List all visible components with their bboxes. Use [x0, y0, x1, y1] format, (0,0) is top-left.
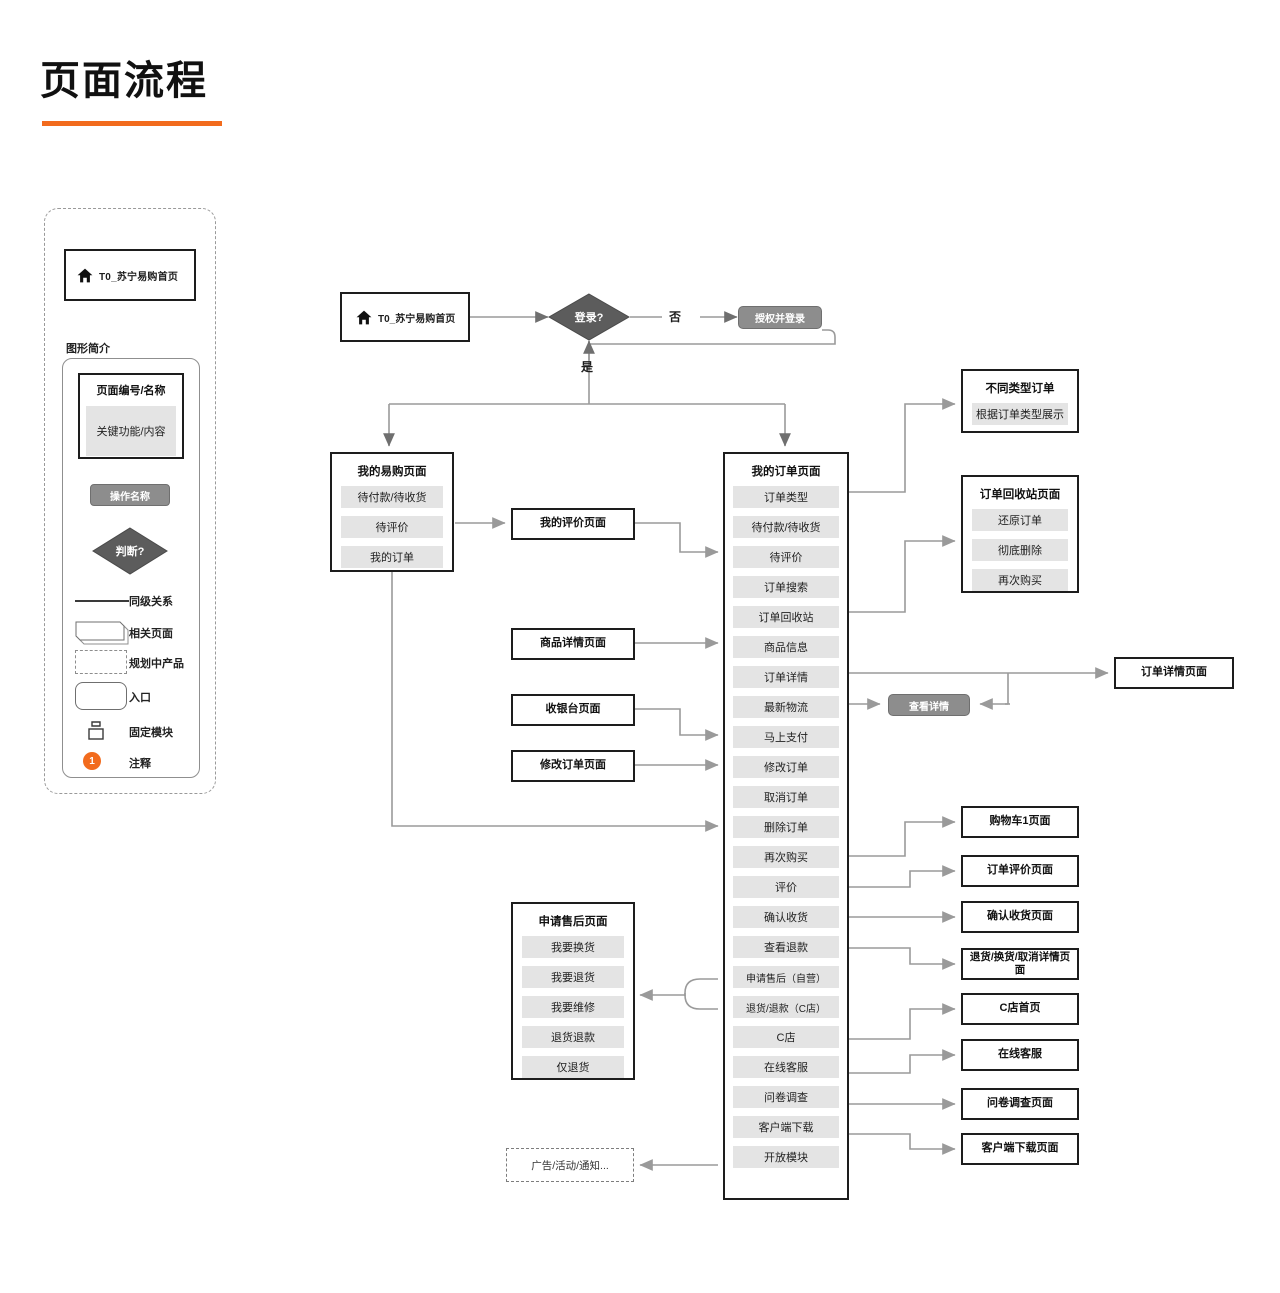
page-checkout[interactable]: 收银台页面	[511, 694, 635, 726]
page-return-exchange-cancel-detail[interactable]: 退货/换货/取消详情页面	[961, 948, 1079, 980]
group-row[interactable]: 商品信息	[733, 636, 839, 658]
my-orders-page-group: 我的订单页面 订单类型 待付款/待收货 待评价 订单搜索 订单回收站 商品信息 …	[723, 452, 849, 1200]
page-product-detail[interactable]: 商品详情页面	[511, 628, 635, 660]
rounded-box-icon	[75, 682, 127, 710]
legend-item-label: 固定模块	[129, 727, 173, 739]
lock-icon	[86, 720, 106, 747]
legend-decision-label: 判断?	[115, 546, 145, 558]
page-confirm-receipt[interactable]: 确认收货页面	[961, 901, 1079, 933]
group-row[interactable]: 删除订单	[733, 816, 839, 838]
group-row[interactable]: 马上支付	[733, 726, 839, 748]
group-row[interactable]: 仅退货	[522, 1056, 624, 1078]
after-sales-page-group: 申请售后页面 我要换货 我要退货 我要维修 退货退款 仅退货	[511, 902, 635, 1080]
group-row[interactable]: 我要换货	[522, 936, 624, 958]
group-row[interactable]: 订单类型	[733, 486, 839, 508]
group-row[interactable]: 根据订单类型展示	[972, 403, 1068, 425]
group-title: 申请售后页面	[538, 916, 608, 928]
login-decision-node[interactable]: 登录?	[547, 293, 631, 341]
group-row[interactable]: 修改订单	[733, 756, 839, 778]
page-title: 页面流程	[40, 59, 208, 103]
legend-item-label: 入口	[129, 692, 151, 704]
decision-no-label: 否	[669, 310, 682, 324]
page-modify-order[interactable]: 修改订单页面	[511, 750, 635, 782]
page-c-store-home[interactable]: C店首页	[961, 993, 1079, 1025]
legend-page-sample-header: 页面编号/名称	[96, 385, 166, 397]
title-underline	[42, 121, 222, 126]
group-row[interactable]: 我要维修	[522, 996, 624, 1018]
legend-item-label: 规划中产品	[129, 658, 184, 670]
legend-page-sample-body: 关键功能/内容	[86, 406, 176, 456]
group-row[interactable]: 再次购买	[972, 569, 1068, 591]
group-row[interactable]: 客户端下载	[733, 1116, 839, 1138]
order-types-group: 不同类型订单 根据订单类型展示	[961, 369, 1079, 433]
group-row[interactable]: 我要退货	[522, 966, 624, 988]
group-row[interactable]: 待付款/待收货	[733, 516, 839, 538]
group-row[interactable]: 订单搜索	[733, 576, 839, 598]
page-client-download[interactable]: 客户端下载页面	[961, 1133, 1079, 1165]
group-row[interactable]: 查看退款	[733, 936, 839, 958]
group-title: 订单回收站页面	[979, 489, 1061, 501]
group-row[interactable]: 我的订单	[341, 546, 443, 568]
entry-home-node[interactable]: T0_苏宁易购首页	[340, 292, 470, 342]
my-suning-page-group: 我的易购页面 待付款/待收货 待评价 我的订单	[330, 452, 454, 572]
group-row[interactable]: 评价	[733, 876, 839, 898]
group-row[interactable]: 在线客服	[733, 1056, 839, 1078]
group-title: 不同类型订单	[985, 383, 1055, 395]
group-row[interactable]: 待评价	[341, 516, 443, 538]
page-online-service[interactable]: 在线客服	[961, 1039, 1079, 1071]
planned-product-node[interactable]: 广告/活动/通知...	[506, 1148, 634, 1182]
group-row[interactable]: 取消订单	[733, 786, 839, 808]
group-row[interactable]: 还原订单	[972, 509, 1068, 531]
page-cart1[interactable]: 购物车1页面	[961, 806, 1079, 838]
group-row[interactable]: 订单回收站	[733, 606, 839, 628]
page-order-review[interactable]: 订单评价页面	[961, 855, 1079, 887]
legend-item-related-pages: 相关页面	[74, 620, 173, 651]
legend-item-label: 注释	[129, 758, 151, 770]
legend-home-label: T0_苏宁易购首页	[99, 271, 179, 283]
legend-decision-sample: 判断?	[92, 527, 168, 575]
stacked-pages-icon	[74, 620, 130, 651]
group-row[interactable]: 再次购买	[733, 846, 839, 868]
group-title: 我的订单页面	[751, 466, 821, 478]
recycle-bin-group: 订单回收站页面 还原订单 彻底删除 再次购买	[961, 475, 1079, 593]
group-row[interactable]: 开放模块	[733, 1146, 839, 1168]
login-decision-label: 登录?	[574, 312, 604, 324]
legend-caption: 图形简介	[66, 343, 110, 355]
home-icon	[77, 268, 93, 283]
view-detail-action[interactable]: 查看详情	[888, 694, 970, 716]
legend-home-node: T0_苏宁易购首页	[64, 249, 196, 301]
group-row[interactable]: 退货退款	[522, 1026, 624, 1048]
group-title: 我的易购页面	[357, 466, 427, 478]
group-row[interactable]: 最新物流	[733, 696, 839, 718]
entry-home-label: T0_苏宁易购首页	[378, 313, 456, 325]
decision-yes-label: 是	[581, 360, 594, 374]
note-badge-icon: 1	[83, 752, 101, 770]
legend-page-sample: 页面编号/名称 关键功能/内容	[78, 373, 184, 459]
legend-item-label: 同级关系	[129, 596, 173, 608]
line-icon	[75, 600, 129, 602]
group-row[interactable]: 问卷调查	[733, 1086, 839, 1108]
group-row[interactable]: 确认收货	[733, 906, 839, 928]
home-icon	[356, 310, 372, 325]
auth-login-action[interactable]: 授权并登录	[738, 306, 822, 329]
page-my-reviews[interactable]: 我的评价页面	[511, 508, 635, 540]
page-survey[interactable]: 问卷调查页面	[961, 1088, 1079, 1120]
group-row[interactable]: 退货/退款（C店）	[733, 996, 839, 1018]
group-row[interactable]: 申请售后（自营）	[733, 966, 839, 988]
page-order-detail[interactable]: 订单详情页面	[1114, 657, 1234, 689]
legend-action-sample: 操作名称	[90, 484, 170, 506]
group-row[interactable]: C店	[733, 1026, 839, 1048]
group-row[interactable]: 待评价	[733, 546, 839, 568]
group-row[interactable]: 彻底删除	[972, 539, 1068, 561]
dashed-box-icon	[75, 650, 127, 674]
group-row[interactable]: 待付款/待收货	[341, 486, 443, 508]
group-row[interactable]: 订单详情	[733, 666, 839, 688]
legend-item-label: 相关页面	[129, 628, 173, 640]
